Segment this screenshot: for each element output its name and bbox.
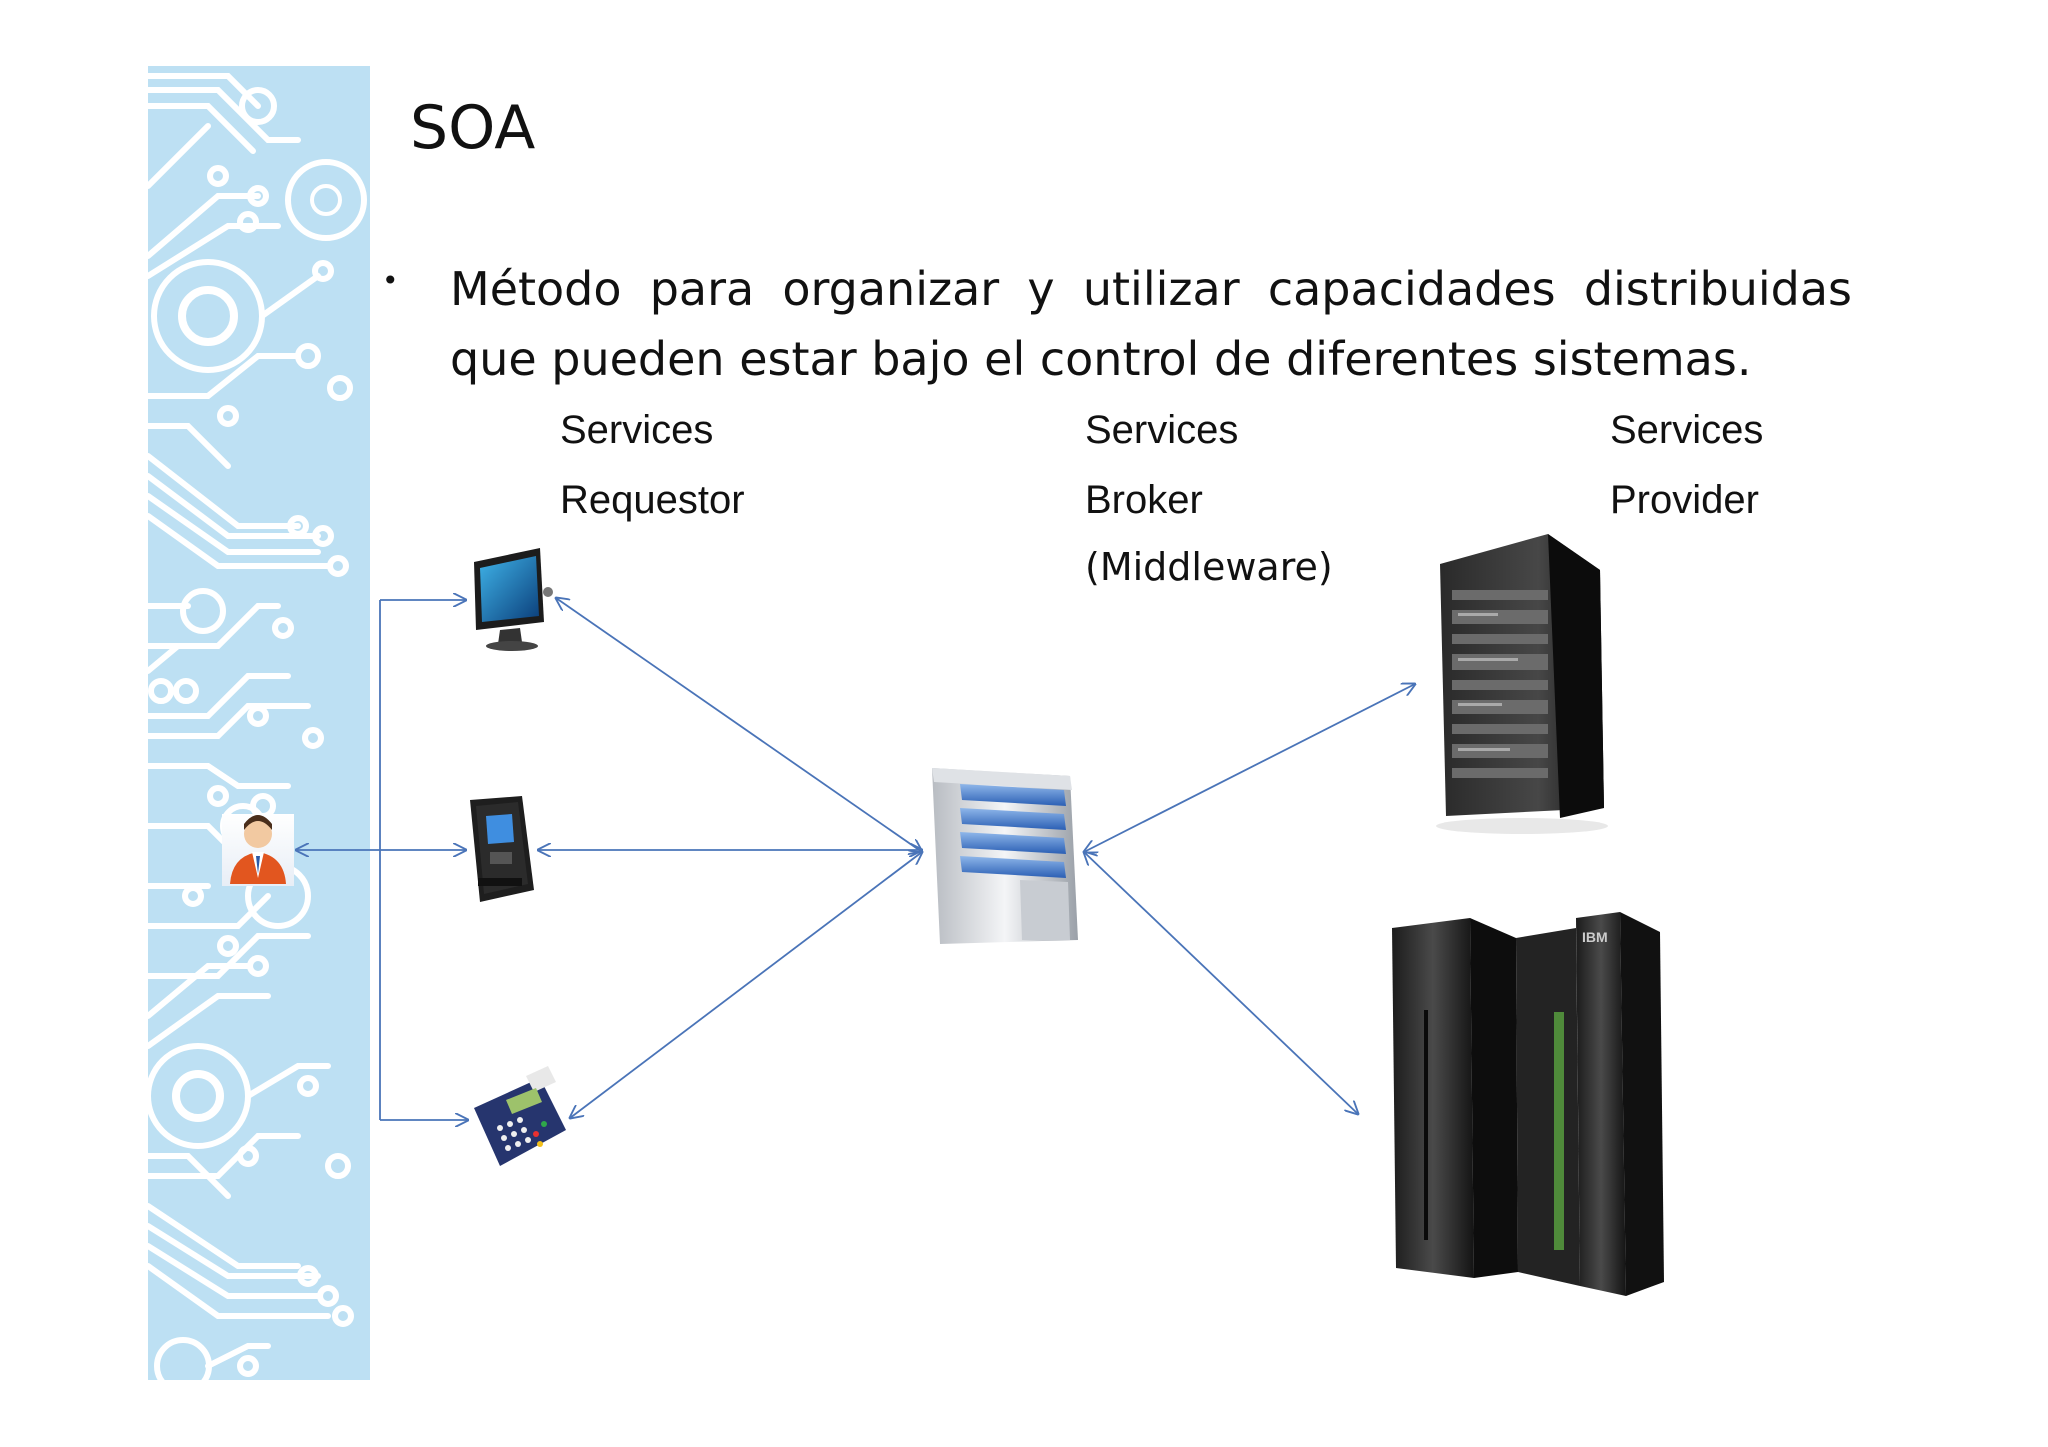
mainframe-logo: IBM (1582, 929, 1608, 945)
connector-pos-broker (570, 852, 922, 1118)
user-icon (222, 814, 294, 886)
broker-label-line2: Broker (1085, 478, 1203, 522)
server-icon (932, 768, 1078, 944)
circuit-pattern (148, 73, 367, 1380)
atm-icon (470, 796, 534, 902)
desktop-computer-icon (474, 548, 553, 651)
connector-broker-mainframe (1084, 852, 1358, 1114)
connector-broker-rack (1084, 684, 1415, 852)
connector-desktop-broker (556, 598, 922, 852)
provider-label-line1: Services (1610, 408, 1764, 452)
requestor-label-line2: Requestor (560, 478, 745, 522)
broker-label-line3: (Middleware) (1085, 545, 1333, 589)
bullet-text: Método para organizar y utilizar capacid… (450, 262, 1852, 386)
circuit-sidebar (148, 66, 370, 1380)
requestor-label-line1: Services (560, 408, 714, 452)
bullet-marker: • (382, 264, 399, 297)
slide-title: SOA (410, 93, 536, 163)
mainframe-icon: IBM (1392, 912, 1664, 1296)
provider-label-line2: Provider (1610, 478, 1759, 522)
broker-label-line1: Services (1085, 408, 1239, 452)
server-rack-icon (1436, 534, 1608, 834)
pos-terminal-icon (474, 1066, 566, 1166)
